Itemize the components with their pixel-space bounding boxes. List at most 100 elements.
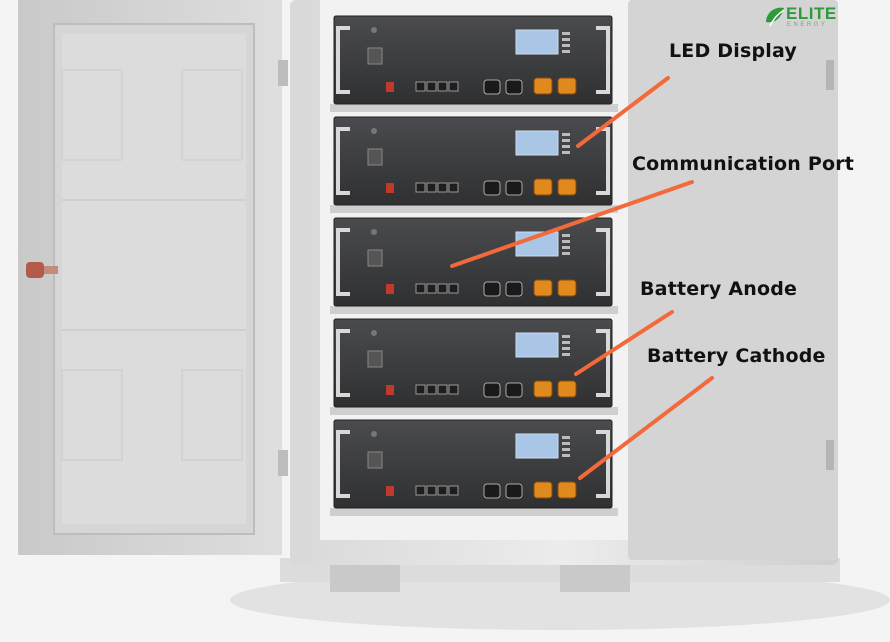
power-switch [367, 350, 383, 368]
battery-anode-terminal [533, 279, 553, 297]
reset-button [371, 128, 377, 134]
callout-line-battery-anode [574, 310, 674, 376]
battery-module [330, 217, 618, 314]
communication-port [426, 485, 437, 496]
label-battery-cathode: Battery Cathode [647, 345, 826, 367]
cabinet-base [230, 558, 890, 630]
callout-line-battery-cathode [578, 376, 714, 480]
communication-port [415, 81, 426, 92]
status-led [562, 240, 570, 243]
left-handle [336, 26, 350, 94]
status-led [562, 133, 570, 136]
callout-line-led-display [576, 76, 670, 148]
aux-terminal [483, 180, 501, 196]
battery-cathode-terminal [557, 380, 577, 398]
battery-module-stack [330, 15, 618, 516]
status-led [562, 454, 570, 457]
module-shelf [330, 306, 618, 314]
brand-logo-subtext: ENERGY [787, 22, 828, 28]
status-led [562, 38, 570, 41]
door-lock-icon [26, 262, 58, 278]
communication-port [448, 485, 459, 496]
module-shelf [330, 407, 618, 415]
status-led [562, 32, 570, 35]
module-shelf [330, 205, 618, 213]
aux-terminal [483, 281, 501, 297]
communication-port [415, 182, 426, 193]
brand-logo-text: ELITE [786, 4, 837, 23]
status-led [562, 436, 570, 439]
left-handle [336, 228, 350, 296]
battery-module [330, 15, 618, 112]
power-switch [367, 249, 383, 267]
communication-port [426, 384, 437, 395]
aux-terminal [505, 281, 523, 297]
communication-port [415, 485, 426, 496]
battery-module [330, 116, 618, 213]
right-handle [596, 430, 610, 498]
dip-switch [386, 284, 394, 294]
status-led [562, 145, 570, 148]
battery-anode-terminal [533, 77, 553, 95]
door-vent-pattern [61, 69, 243, 461]
communication-port [437, 81, 448, 92]
communication-port [426, 81, 437, 92]
power-switch [367, 47, 383, 65]
power-switch [367, 148, 383, 166]
label-led-display: LED Display [669, 40, 798, 62]
communication-port [437, 283, 448, 294]
label-battery-anode: Battery Anode [640, 278, 798, 300]
left-handle [336, 329, 350, 397]
dip-switch [386, 183, 394, 193]
communication-port [426, 182, 437, 193]
battery-module [330, 318, 618, 415]
status-led [562, 448, 570, 451]
communication-port [415, 283, 426, 294]
status-led [562, 442, 570, 445]
aux-terminal [505, 483, 523, 499]
status-led [562, 347, 570, 350]
left-handle [336, 430, 350, 498]
callout-line-communication-port [450, 180, 694, 268]
status-led [562, 353, 570, 356]
status-led [562, 341, 570, 344]
status-led [562, 252, 570, 255]
battery-module [330, 419, 618, 516]
label-communication-port: Communication Port [632, 153, 855, 175]
aux-terminal [505, 382, 523, 398]
reset-button [371, 229, 377, 235]
callout-lines [450, 76, 714, 480]
right-handle [596, 26, 610, 94]
led-display-screen [515, 332, 559, 358]
communication-port [415, 384, 426, 395]
reset-button [371, 27, 377, 33]
left-handle [336, 127, 350, 195]
dip-switch [386, 82, 394, 92]
battery-anode-terminal [533, 481, 553, 499]
communication-port [437, 182, 448, 193]
led-display-screen [515, 433, 559, 459]
status-led [562, 335, 570, 338]
communication-port [448, 384, 459, 395]
aux-terminal [483, 382, 501, 398]
battery-anode-terminal [533, 380, 553, 398]
status-led [562, 246, 570, 249]
aux-terminal [483, 79, 501, 95]
communication-port [448, 283, 459, 294]
module-shelf [330, 104, 618, 112]
module-shelf [330, 508, 618, 516]
status-led [562, 234, 570, 237]
led-display-screen [515, 231, 559, 257]
aux-terminal [505, 180, 523, 196]
battery-cathode-terminal [557, 279, 577, 297]
status-led [562, 139, 570, 142]
communication-port [426, 283, 437, 294]
right-handle [596, 228, 610, 296]
cabinet-door [18, 0, 288, 555]
elite-leaf-logo-icon [766, 7, 785, 27]
led-display-screen [515, 130, 559, 156]
dip-switch [386, 385, 394, 395]
led-display-screen [515, 29, 559, 55]
aux-terminal [483, 483, 501, 499]
